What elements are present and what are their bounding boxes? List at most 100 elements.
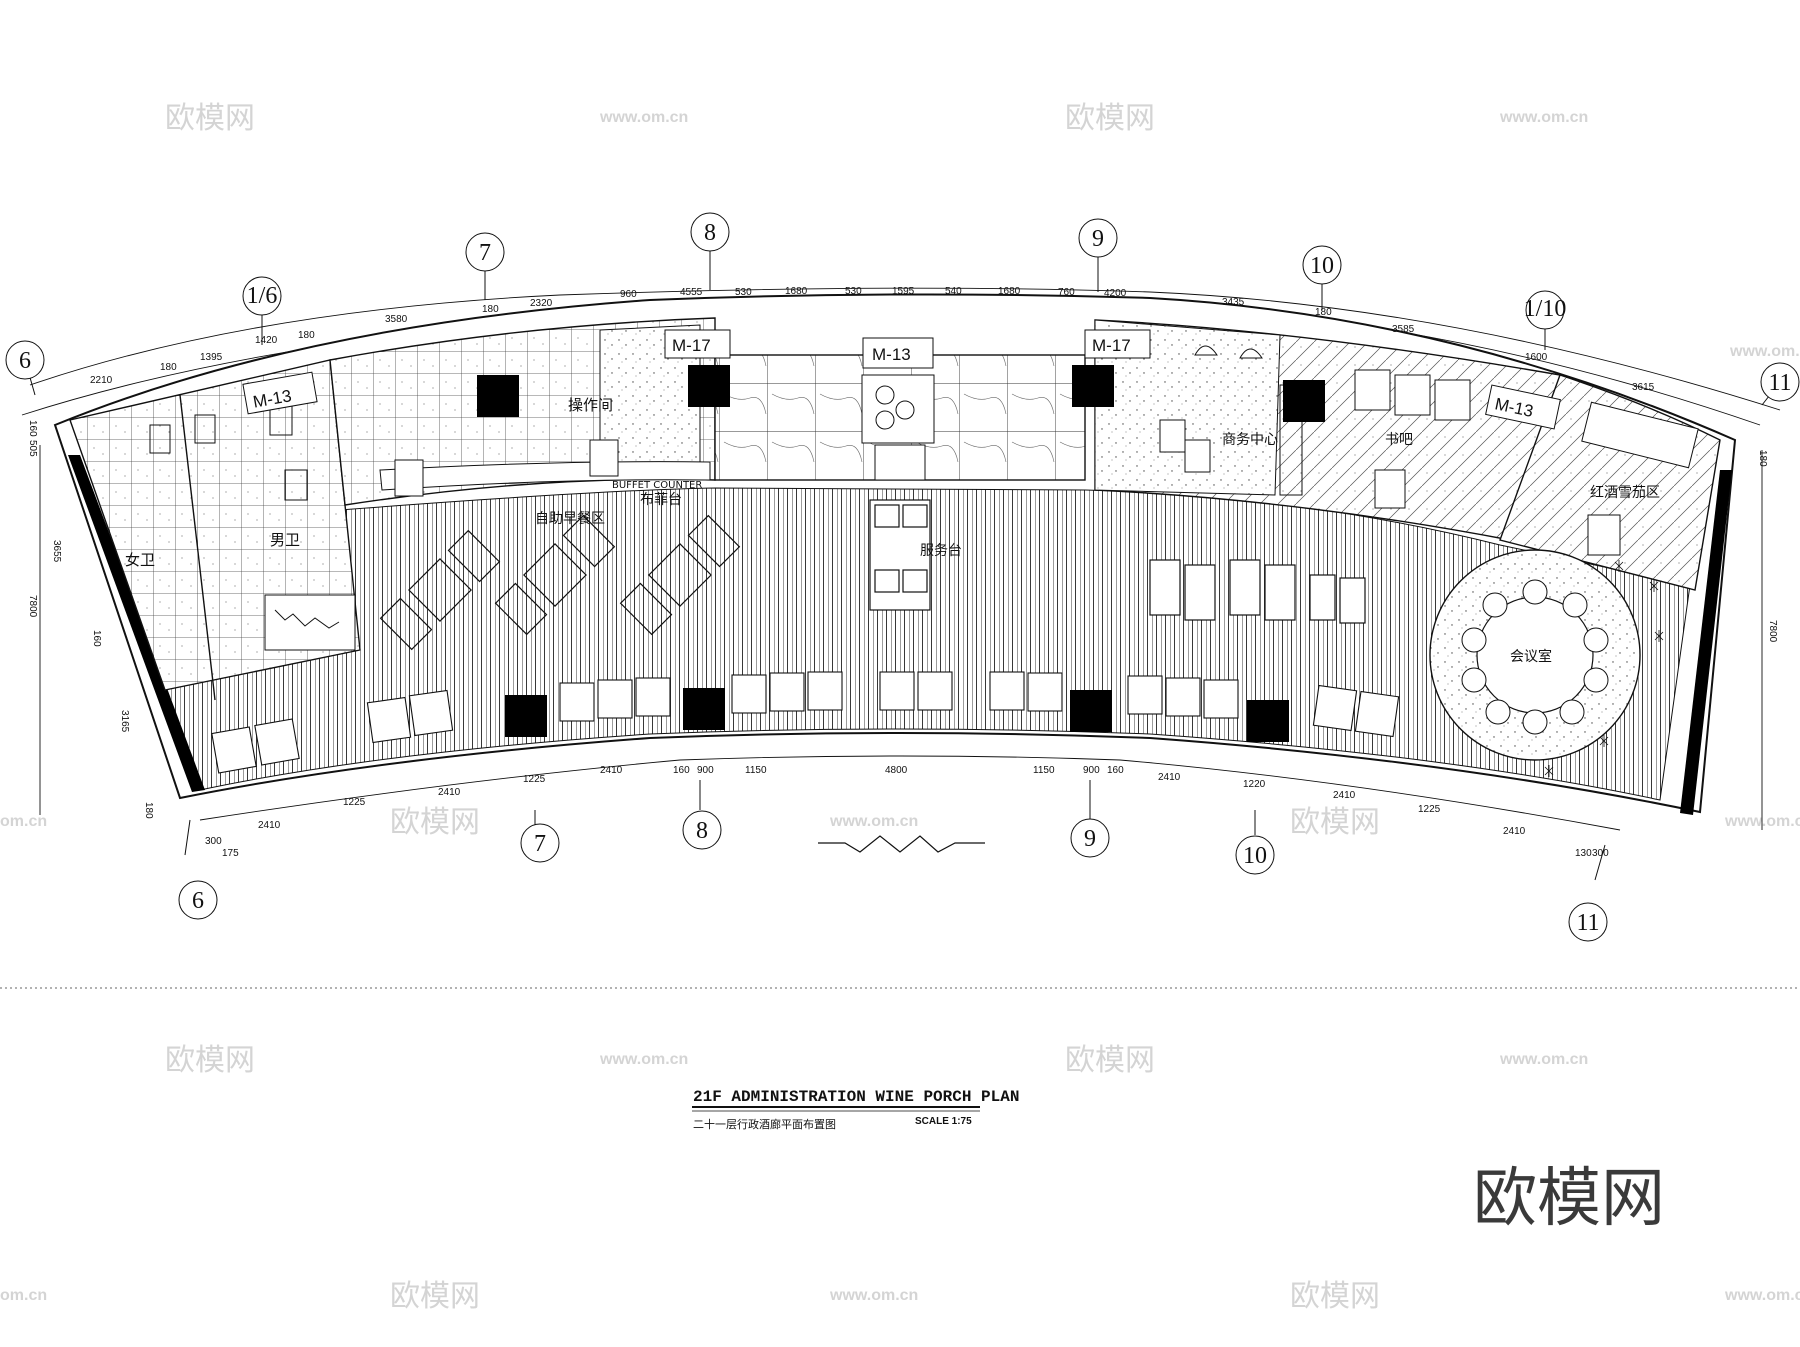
break-line-symbol [818, 835, 985, 853]
room-label-operation: 操作间 [568, 396, 613, 414]
dimension-text-bottom: 2410 1225 2410 1225 2410 160 900 1150 48… [258, 765, 1526, 837]
svg-text:760: 760 [1058, 287, 1075, 298]
buffet-area-furniture: 自助早餐区 [379, 511, 741, 651]
lounge-furniture-right [1149, 559, 1366, 624]
svg-text:3585: 3585 [1392, 324, 1415, 335]
meeting-room-zone: 会议室 [1429, 549, 1664, 777]
dimension-text-right: 180 7800 130 300 [1575, 450, 1778, 859]
business-center-zone: 商务中心 书吧 [1094, 319, 1561, 541]
axis-label-7-top: 7 [479, 240, 491, 266]
axis-label-10-top: 10 [1310, 253, 1334, 279]
room-label-business-center: 商务中心 [1222, 432, 1278, 448]
axis-label-1-6: 1/6 [247, 283, 278, 309]
svg-text:1600: 1600 [1525, 352, 1548, 363]
watermark-url: www.om.cn [829, 1287, 918, 1304]
dimension-text-top: 2210 180 1395 1420 180 3580 180 2320 960… [90, 286, 1655, 393]
svg-text:2410: 2410 [1503, 826, 1526, 837]
svg-text:2410: 2410 [258, 820, 281, 831]
svg-text:180: 180 [482, 304, 499, 315]
svg-text:530: 530 [735, 287, 752, 298]
svg-text:2210: 2210 [90, 375, 113, 386]
axis-label-6-side: 6 [19, 348, 31, 374]
svg-text:1420: 1420 [255, 335, 278, 346]
label-buffet-counter-en: BUFFET COUNTER [612, 480, 702, 491]
svg-text:180: 180 [1315, 307, 1332, 318]
title-block: 21F ADMINISTRATION WINE PORCH PLAN 二十一层行… [692, 1088, 1019, 1131]
door-tag-m17-right: M-17 [1092, 336, 1131, 355]
axis-label-11-bottom: 11 [1576, 910, 1599, 936]
svg-text:1150: 1150 [745, 765, 767, 776]
svg-text:1225: 1225 [343, 797, 366, 808]
svg-text:540: 540 [945, 286, 962, 297]
svg-text:2410: 2410 [1333, 790, 1356, 801]
entry-lobby-zone [714, 354, 1086, 481]
door-tags: M-13 M-17 M-13 M-17 M-13 [242, 329, 1561, 430]
svg-text:160: 160 [1107, 765, 1124, 776]
service-desk-zone: 服务台 [869, 499, 962, 611]
room-label-book-bar: 书吧 [1385, 432, 1413, 448]
svg-text:2410: 2410 [600, 765, 623, 776]
svg-text:2410: 2410 [1158, 772, 1181, 783]
svg-text:2320: 2320 [530, 298, 553, 309]
svg-text:3655: 3655 [51, 540, 62, 563]
svg-text:1150: 1150 [1033, 765, 1055, 776]
svg-text:7800: 7800 [1767, 620, 1778, 643]
svg-text:505: 505 [27, 440, 38, 457]
room-label-meeting: 会议室 [1510, 648, 1552, 665]
svg-text:7800: 7800 [27, 595, 38, 618]
svg-text:2410: 2410 [438, 787, 461, 798]
svg-text:3435: 3435 [1222, 297, 1245, 308]
label-buffet-counter-cn: 布菲台 [640, 492, 682, 508]
room-label-mens-wc: 男卫 [270, 531, 300, 549]
watermark-url: www.om.cn [829, 813, 918, 830]
svg-text:900: 900 [697, 765, 714, 776]
watermark-logo: 欧模网 [1290, 1279, 1380, 1314]
drawing-title-en: 21F ADMINISTRATION WINE PORCH PLAN [693, 1088, 1019, 1106]
watermark-logo: 欧模网 [1290, 805, 1380, 840]
drawing-scale: SCALE 1:75 [915, 1116, 972, 1127]
watermark-logo: 欧模网 [165, 1043, 255, 1078]
operation-room-zone: 操作间 BUFFET COUNTER 布菲台 [329, 317, 716, 508]
washroom-zone: 女卫 男卫 [69, 359, 361, 701]
structural-columns [477, 365, 1325, 742]
brand-logo: 欧模网 [1473, 1162, 1665, 1236]
watermark-logo: 欧模网 [390, 805, 480, 840]
wine-cigar-zone: 红酒雪茄区 [1499, 374, 1721, 591]
perimeter-seating [211, 671, 1400, 774]
watermark-logo: 欧模网 [1065, 1043, 1155, 1078]
svg-text:130: 130 [1575, 848, 1592, 859]
room-label-buffet-area: 自助早餐区 [535, 511, 605, 527]
svg-text:530: 530 [845, 286, 862, 297]
exterior-wall-right [1680, 470, 1732, 815]
dimension-text-left: 505 160 3655 7800 160 3165 180 300 175 [27, 420, 239, 859]
svg-text:160: 160 [27, 420, 38, 437]
watermark-url: om.cn [0, 813, 47, 830]
door-tag-m17-left: M-17 [672, 336, 711, 355]
svg-text:180: 180 [143, 802, 154, 819]
svg-text:960: 960 [620, 289, 637, 300]
axis-label-8-bottom: 8 [696, 818, 708, 844]
svg-text:300: 300 [205, 836, 222, 847]
axis-label-8-top: 8 [704, 220, 716, 246]
svg-text:900: 900 [1083, 765, 1100, 776]
drawing-title-cn: 二十一层行政酒廊平面布置图 [693, 1117, 836, 1131]
svg-text:175: 175 [222, 848, 239, 859]
svg-text:1225: 1225 [523, 774, 546, 785]
room-label-service-desk: 服务台 [920, 543, 962, 559]
svg-text:180: 180 [160, 362, 177, 373]
axis-label-9-top: 9 [1092, 226, 1104, 252]
svg-text:1680: 1680 [998, 286, 1021, 297]
svg-text:3580: 3580 [385, 314, 408, 325]
watermark-url: www.om.cn [599, 109, 688, 126]
axis-label-6-bottom: 6 [192, 888, 204, 914]
svg-text:180: 180 [1757, 450, 1768, 467]
door-tag-m13-center: M-13 [872, 345, 911, 364]
svg-text:180: 180 [298, 330, 315, 341]
axis-label-9-bottom: 9 [1084, 826, 1096, 852]
watermark-logo: 欧模网 [390, 1279, 480, 1314]
room-label-womens-wc: 女卫 [125, 551, 155, 569]
svg-text:4555: 4555 [680, 287, 703, 298]
svg-text:4200: 4200 [1104, 288, 1127, 299]
room-label-wine-cigar: 红酒雪茄区 [1590, 484, 1660, 501]
axis-label-11-side: 11 [1768, 370, 1791, 396]
